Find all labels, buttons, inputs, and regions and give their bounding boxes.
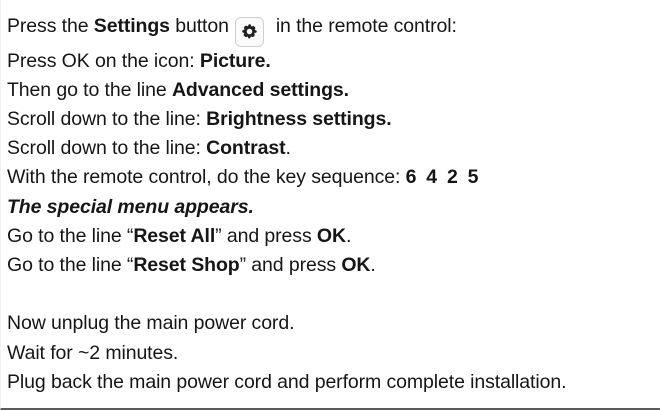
line-unplug-power-seg-0: Now unplug the main power cord.	[7, 312, 295, 335]
line-advanced-settings: Then go to the line Advanced settings.	[7, 76, 656, 105]
line-brightness-settings: Scroll down to the line: Brightness sett…	[7, 105, 656, 134]
line-advanced-settings-seg-1: Advanced settings.	[171, 78, 349, 101]
line-wait-two-minutes: Wait for ~2 minutes.	[7, 339, 656, 368]
line-blank	[7, 280, 656, 309]
line-press-ok-picture-seg-1: Picture.	[199, 49, 271, 72]
line-contrast-seg-0: Scroll down to the line:	[7, 137, 207, 160]
line-settings-button-seg-1: Settings	[93, 15, 170, 37]
line-plug-back-seg-0: Plug back the main power cord and perfor…	[7, 370, 567, 393]
line-contrast-seg-1: Contrast	[206, 137, 286, 160]
line-unplug-power: Now unplug the main power cord.	[7, 309, 656, 338]
line-settings-button-seg-4: in the remote control:	[265, 15, 457, 37]
gear-icon	[242, 24, 257, 39]
line-press-ok-picture: Press OK on the icon: Picture.	[7, 47, 656, 76]
instruction-list: Press the Settings button in the remote …	[7, 12, 656, 397]
line-contrast-seg-2: .	[285, 137, 291, 160]
line-reset-all-seg-4: .	[345, 224, 352, 247]
line-reset-shop-seg-0: Go to the line “	[7, 253, 134, 276]
line-contrast: Scroll down to the line: Contrast.	[7, 134, 656, 163]
line-reset-all-seg-3: OK	[316, 224, 346, 247]
line-key-sequence: With the remote control, do the key sequ…	[7, 163, 656, 192]
line-wait-two-minutes-seg-0: Wait for ~2 minutes.	[7, 341, 179, 364]
line-advanced-settings-seg-0: Then go to the line	[7, 78, 172, 101]
line-reset-all-seg-1: Reset All	[133, 224, 216, 247]
line-plug-back: Plug back the main power cord and perfor…	[7, 368, 656, 397]
line-key-sequence-seg-0: With the remote control, do the key sequ…	[7, 166, 406, 189]
line-reset-shop-seg-2: ” and press	[239, 253, 342, 276]
line-special-menu-seg-0: The special menu appears.	[7, 195, 254, 218]
line-brightness-settings-seg-0: Scroll down to the line:	[7, 107, 207, 130]
line-settings-button-seg-2: button	[169, 15, 235, 37]
line-press-ok-picture-seg-0: Press OK on the icon:	[7, 49, 200, 72]
line-reset-shop: Go to the line “Reset Shop” and press OK…	[7, 251, 656, 280]
line-reset-all-seg-0: Go to the line “	[7, 224, 134, 247]
line-reset-shop-seg-3: OK	[341, 253, 371, 276]
line-reset-all: Go to the line “Reset All” and press OK.	[7, 222, 656, 251]
line-reset-shop-seg-4: .	[370, 253, 376, 276]
line-key-sequence-seg-1: 6 4 2 5	[405, 166, 481, 189]
line-special-menu: The special menu appears.	[7, 193, 656, 222]
line-settings-button: Press the Settings button in the remote …	[7, 12, 656, 47]
settings-gear-button[interactable]	[235, 16, 265, 47]
line-settings-button-seg-0: Press the	[7, 15, 94, 37]
line-reset-all-seg-2: ” and press	[215, 224, 317, 247]
line-brightness-settings-seg-1: Brightness settings.	[206, 107, 392, 130]
line-reset-shop-seg-1: Reset Shop	[133, 253, 240, 276]
